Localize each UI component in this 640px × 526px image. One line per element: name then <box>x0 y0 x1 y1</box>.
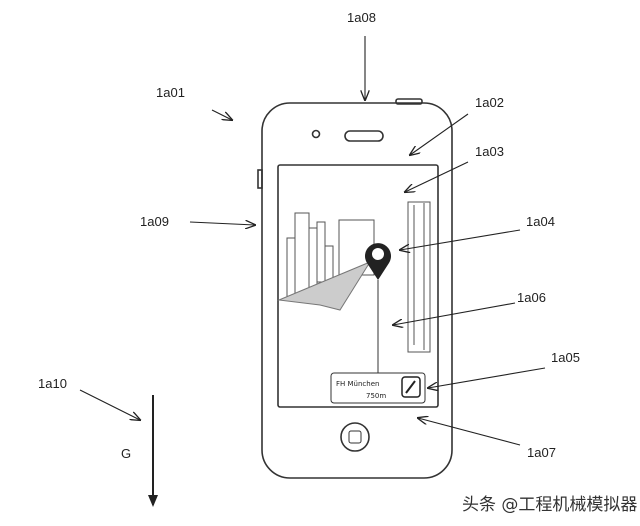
pencil-icon <box>405 380 416 394</box>
label-1a08: 1a08 <box>347 10 376 25</box>
label-1a09: 1a09 <box>140 214 169 229</box>
volume-button <box>257 169 263 189</box>
home-button <box>340 422 370 452</box>
label-1a01: 1a01 <box>156 85 185 100</box>
label-1a06: 1a06 <box>517 290 546 305</box>
label-1a05: 1a05 <box>551 350 580 365</box>
leader-arrows <box>79 36 546 446</box>
screen <box>277 164 439 408</box>
city-scene <box>277 201 431 353</box>
distance: 750m <box>366 392 386 400</box>
label-1a04: 1a04 <box>526 214 555 229</box>
label-1a02: 1a02 <box>475 95 504 110</box>
location-pin-icon <box>365 243 392 280</box>
speaker <box>344 130 384 142</box>
camera-icon <box>311 129 321 139</box>
phone-body <box>261 102 453 479</box>
place-name: FH München <box>336 380 379 388</box>
label-1a03: 1a03 <box>475 144 504 159</box>
power-button <box>395 98 423 105</box>
label-1a07: 1a07 <box>527 445 556 460</box>
label-1a10: 1a10 <box>38 376 67 391</box>
label-gravity: G <box>121 446 131 461</box>
callout-box: FH München 750m <box>330 372 426 404</box>
watermark: 头条 @工程机械模拟器 <box>462 495 638 515</box>
